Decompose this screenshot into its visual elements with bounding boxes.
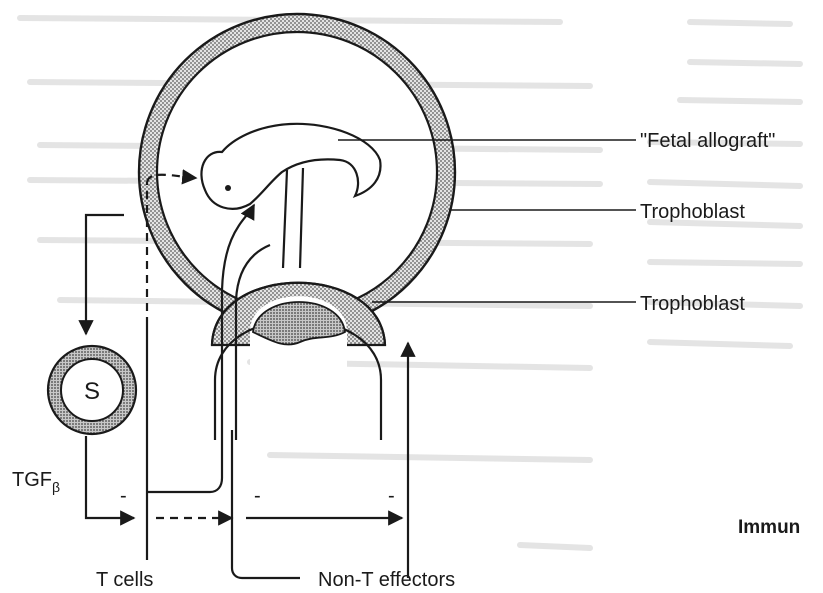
label-trophoblast-upper: Trophoblast — [640, 201, 745, 223]
embryo-eye — [225, 185, 231, 191]
blastocyst-cavity — [157, 32, 437, 312]
label-trophoblast-lower: Trophoblast — [640, 293, 745, 315]
label-t-cells: T cells — [96, 569, 153, 591]
label-non-t-effectors: Non-T effectors — [318, 569, 455, 591]
suppressor-cell-label: S — [84, 378, 100, 405]
minus-sign-2: - — [254, 485, 261, 507]
caption-fragment: Immun — [738, 517, 800, 538]
label-fetal-allograft: "Fetal allograft" — [640, 130, 775, 152]
minus-sign-3: - — [388, 485, 395, 507]
minus-sign-1: - — [120, 485, 127, 507]
